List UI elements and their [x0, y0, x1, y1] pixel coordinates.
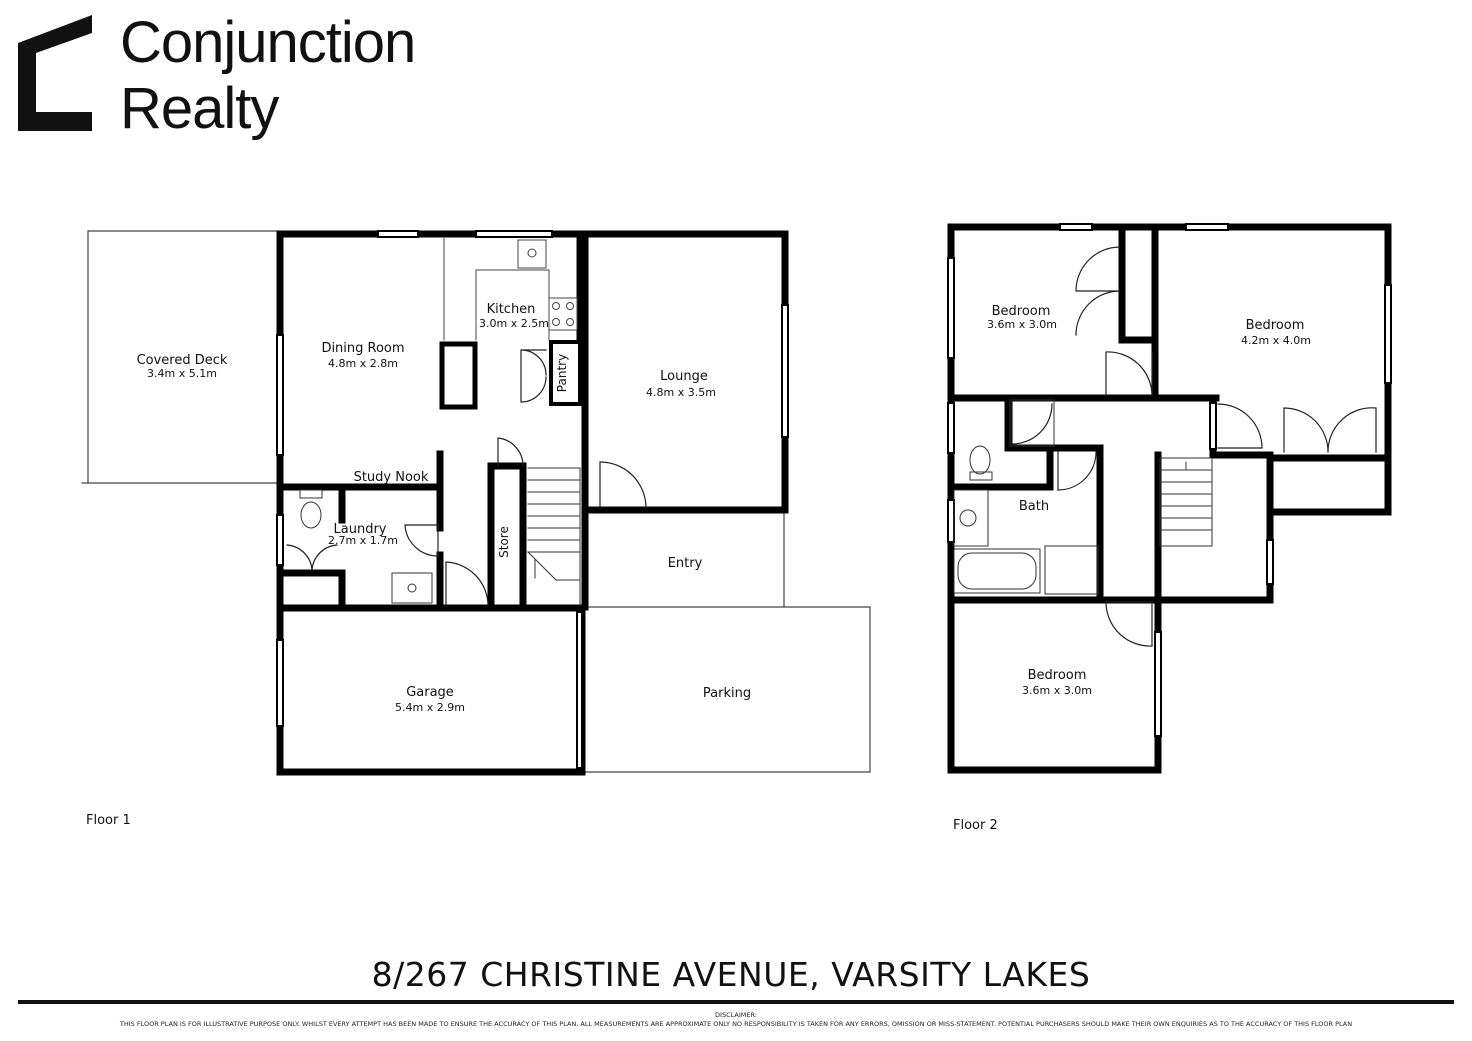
store-label: Store: [497, 526, 511, 558]
disclaimer-title: DISCLAIMER:: [715, 1011, 757, 1019]
dining-room-size: 4.8m x 2.8m: [328, 357, 398, 370]
dining-room-label: Dining Room: [321, 341, 404, 356]
covered-deck-label: Covered Deck: [137, 353, 228, 368]
c-bracket-logo-icon: [18, 15, 92, 131]
floor2-doors: [1011, 246, 1377, 647]
floor1-label: Floor 1: [86, 813, 131, 828]
garage-label: Garage: [406, 685, 454, 700]
parking-outline: [583, 606, 871, 773]
brand-name-line1: Conjunction: [120, 10, 416, 75]
bedroom-b-size: 4.2m x 4.0m: [1241, 334, 1311, 347]
covered-deck-size: 3.4m x 5.1m: [147, 367, 217, 380]
laundry-size: 2.7m x 1.7m: [328, 534, 398, 547]
bedroom-c-label: Bedroom: [1028, 668, 1087, 683]
laundry-label: Laundry: [334, 522, 387, 537]
parking-label: Parking: [703, 686, 751, 701]
covered-deck-outline: [81, 230, 278, 484]
floor1-stairs: [527, 467, 581, 607]
kitchen-label: Kitchen: [487, 302, 536, 317]
bedroom-b-label: Bedroom: [1246, 318, 1305, 333]
floor2-label: Floor 2: [953, 818, 998, 833]
brand-name-line2: Realty: [120, 76, 279, 141]
bedroom-a-label: Bedroom: [992, 304, 1051, 319]
lounge-size: 4.8m x 3.5m: [646, 386, 716, 399]
lounge-label: Lounge: [660, 369, 708, 384]
pantry-walls: [549, 340, 582, 406]
disclaimer-text: THIS FLOOR PLAN IS FOR ILLUSTRATIVE PURP…: [119, 1020, 1353, 1028]
bath-label: Bath: [1019, 499, 1049, 514]
kitchen-size: 3.0m x 2.5m: [479, 317, 549, 330]
floor1-doors: [286, 349, 647, 607]
entry-label: Entry: [668, 556, 703, 571]
bedroom-a-size: 3.6m x 3.0m: [987, 318, 1057, 331]
kitchen-island: [439, 341, 478, 410]
study-nook-label: Study Nook: [354, 470, 429, 485]
divider-rule: [18, 1000, 1454, 1004]
floor2-stairs: [1159, 457, 1213, 547]
pantry-label: Pantry: [555, 354, 569, 392]
property-address: 8/267 CHRISTINE AVENUE, VARSITY LAKES: [371, 955, 1091, 994]
garage-size: 5.4m x 2.9m: [395, 701, 465, 714]
bedroom-c-size: 3.6m x 3.0m: [1022, 684, 1092, 697]
